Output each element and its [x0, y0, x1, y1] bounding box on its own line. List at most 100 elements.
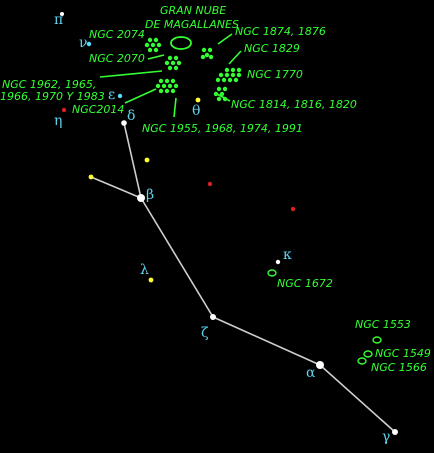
leader-ngc1874 [217, 33, 233, 45]
star-yellow-2 [88, 174, 94, 180]
cluster-ngc2074-dot [147, 47, 153, 53]
cluster-ngc1770-dot [236, 67, 242, 73]
cluster-ngc1814-dot [219, 91, 225, 97]
cluster-ngc1874-dot [201, 47, 207, 53]
label-ngc1962-line2: 1966, 1970 Y 1983 [0, 90, 105, 103]
leader-ngc1962 [99, 70, 163, 78]
cluster-ngc1814-dot [216, 86, 222, 92]
cluster-ngc1770-dot [236, 72, 242, 78]
leader-ngc1814 [216, 93, 231, 102]
label-epsilon: ε [108, 87, 115, 103]
cluster-ngc1770-dot [218, 72, 224, 78]
label-ngc1955: NGC 1955, 1968, 1974, 1991 [142, 122, 303, 135]
cluster-ngc1874-dot [208, 54, 214, 60]
label-ngc1814: NGC 1814, 1816, 1820 [231, 98, 357, 111]
label-lmc-line1: GRAN NUBE [160, 4, 226, 17]
star-kappa [275, 259, 281, 265]
cluster-ngc2074-dot [153, 47, 159, 53]
cluster-ngc1874-dot [204, 52, 210, 58]
star-nu [86, 41, 92, 47]
star-epsilon [117, 93, 123, 99]
label-zeta: ζ [201, 325, 209, 341]
leader-lines [99, 33, 242, 118]
leader-ngc2014 [124, 88, 157, 104]
label-ngc1553: NGC 1553 [355, 318, 411, 331]
leader-ngc1955 [173, 97, 177, 118]
label-ngc2070: NGC 2070 [89, 52, 145, 65]
cluster-ngc1874-dot [200, 54, 206, 60]
stars [60, 12, 398, 435]
cluster-ngc1962-dot [164, 78, 170, 84]
line-delta-beta [123, 122, 142, 199]
galaxy-symbols [267, 269, 382, 365]
cluster-ngc2070-dot [173, 55, 179, 61]
star-yellow-1 [144, 157, 150, 163]
label-ngc1770: NGC 1770 [247, 68, 303, 81]
star-delta [121, 120, 127, 126]
label-ngc1874: NGC 1874, 1876 [235, 25, 326, 38]
cluster-ngc1962-dot [158, 78, 164, 84]
star-eta [61, 107, 67, 113]
cluster-ngc2074 [144, 37, 162, 53]
label-ngc1549: NGC 1549 [375, 347, 431, 360]
galaxy-ngc1553-icon [372, 336, 382, 344]
cluster-ngc1770-dot [233, 77, 239, 83]
lmc-ellipse [170, 36, 192, 50]
label-gamma: γ [382, 429, 390, 445]
cluster-ngc2070-dot [167, 65, 173, 71]
cluster-ngc2074-dot [150, 42, 156, 48]
cluster-ngc2074-dot [156, 42, 162, 48]
cluster-ngc2070-dot [173, 65, 179, 71]
star-lambda [148, 277, 154, 283]
cluster-ngc1962-dot [161, 83, 167, 89]
star-red-2 [290, 206, 296, 212]
cluster-ngc1962-dot [167, 83, 173, 89]
label-lambda: λ [140, 262, 149, 278]
star-pi [60, 12, 64, 16]
label-theta: θ [192, 103, 200, 119]
label-delta: δ [127, 108, 135, 124]
cluster-ngc1814-dot [222, 86, 228, 92]
cluster-ngc1962-dot [170, 88, 176, 94]
cluster-ngc1814-dot [213, 91, 219, 97]
label-eta: η [54, 113, 62, 129]
star-red-1 [207, 181, 213, 187]
galaxy-ngc1549-icon [363, 350, 373, 358]
line-alpha-gamma [319, 364, 396, 433]
label-lmc-line2: DE MAGALLANES [145, 18, 239, 31]
leader-ngc2070 [147, 54, 165, 60]
label-beta: β [146, 187, 154, 203]
cluster-ngc1962-dot [164, 88, 170, 94]
cluster-ngc1962-dot [158, 88, 164, 94]
cluster-ngc1770-dot [227, 77, 233, 83]
label-ngc2014: NGC2014 [72, 103, 124, 116]
cluster-ngc2070-dot [170, 60, 176, 66]
cluster-ngc1770-dot [224, 72, 230, 78]
label-ngc1672: NGC 1672 [277, 277, 333, 290]
label-ngc1566: NGC 1566 [371, 361, 427, 374]
star-alpha [316, 361, 324, 369]
star-zeta [210, 314, 216, 320]
cluster-ngc1962-dot [155, 83, 161, 89]
star-beta [137, 194, 145, 202]
label-alpha: α [306, 365, 316, 381]
cluster-ngc2070-dot [164, 60, 170, 66]
cluster-ngc1770-dot [221, 77, 227, 83]
line-yellow-beta [90, 176, 142, 199]
cluster-ngc2074-dot [147, 37, 153, 43]
cluster-dots [144, 37, 242, 102]
leader-ngc1829 [228, 50, 242, 65]
label-kappa: κ [283, 247, 292, 263]
cluster-ngc1770 [215, 67, 242, 83]
cluster-ngc2070 [164, 55, 182, 71]
cluster-ngc1962-dot [173, 83, 179, 89]
label-nu: ν [79, 35, 88, 51]
cluster-ngc1874-dot [207, 47, 213, 53]
cluster-ngc1814-dot [216, 96, 222, 102]
cluster-ngc1770-dot [230, 67, 236, 73]
greek-labels: π ν ε η δ θ β κ λ ζ α γ [54, 12, 390, 445]
cluster-ngc1770-dot [215, 77, 221, 83]
object-labels: GRAN NUBE DE MAGALLANES NGC 2074 NGC 207… [0, 4, 431, 374]
